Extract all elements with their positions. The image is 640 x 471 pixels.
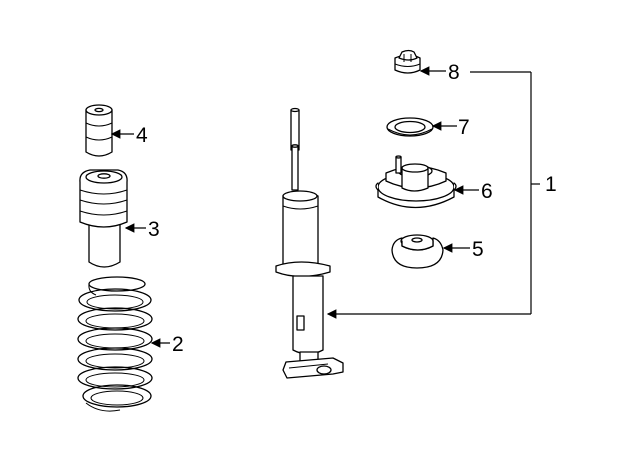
callout-4: 4 [136,124,148,147]
callout-1: 1 [545,173,557,196]
callout-5: 5 [472,238,484,261]
bearing-ring-part [386,117,434,137]
coil-spring-part [77,276,153,412]
callout-3: 3 [148,218,160,241]
dust-boot-part [79,169,128,268]
callout-2: 2 [172,333,184,356]
callout-6: 6 [481,180,493,203]
callout-7: 7 [458,116,470,139]
leader-lines [110,66,540,348]
callout-8: 8 [448,61,460,84]
strut-assembly-part [275,107,344,379]
nut-part [394,49,421,74]
insulator-part [391,234,444,269]
upper-mount-part [375,155,457,209]
bump-stop-part [85,104,113,157]
callout-labels: 1 2 3 4 5 6 7 8 [136,61,557,356]
